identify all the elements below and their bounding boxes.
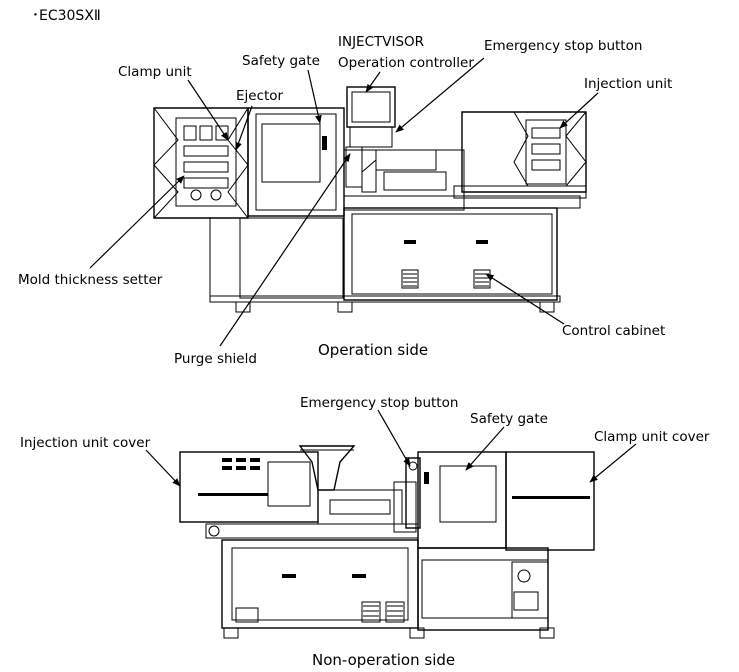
lower-vents <box>361 601 405 623</box>
label-injection-unit-cover: Injection unit cover <box>20 435 151 451</box>
label-emergency-stop-nonop: Emergency stop button <box>300 395 458 411</box>
non-operation-side-leaders <box>145 409 637 487</box>
label-mold-thickness-setter: Mold thickness setter <box>18 272 163 288</box>
cabinet-vent-left <box>401 269 419 289</box>
label-clamp-unit: Clamp unit <box>118 64 192 80</box>
model-title: ･EC30SXⅡ <box>32 8 101 24</box>
cover-vents <box>222 458 260 470</box>
non-operation-side-drawing <box>179 445 595 639</box>
label-safety-gate-nonop: Safety gate <box>470 411 548 427</box>
label-purge-shield: Purge shield <box>174 351 257 367</box>
label-injectvisor: INJECTVISOR <box>338 34 424 50</box>
label-injection-unit: Injection unit <box>584 76 672 92</box>
caption-non-operation-side: Non-operation side <box>312 651 455 669</box>
operation-side-drawing <box>153 86 587 313</box>
operation-side-leaders <box>89 57 599 347</box>
label-operation-controller: Operation controller <box>338 55 474 71</box>
label-safety-gate-op: Safety gate <box>242 53 320 69</box>
label-control-cabinet: Control cabinet <box>562 323 665 339</box>
cabinet-vent-right <box>473 269 491 289</box>
label-emergency-stop-op: Emergency stop button <box>484 38 642 54</box>
label-ejector: Ejector <box>236 88 284 104</box>
caption-operation-side: Operation side <box>318 341 428 359</box>
label-clamp-unit-cover: Clamp unit cover <box>594 429 710 445</box>
